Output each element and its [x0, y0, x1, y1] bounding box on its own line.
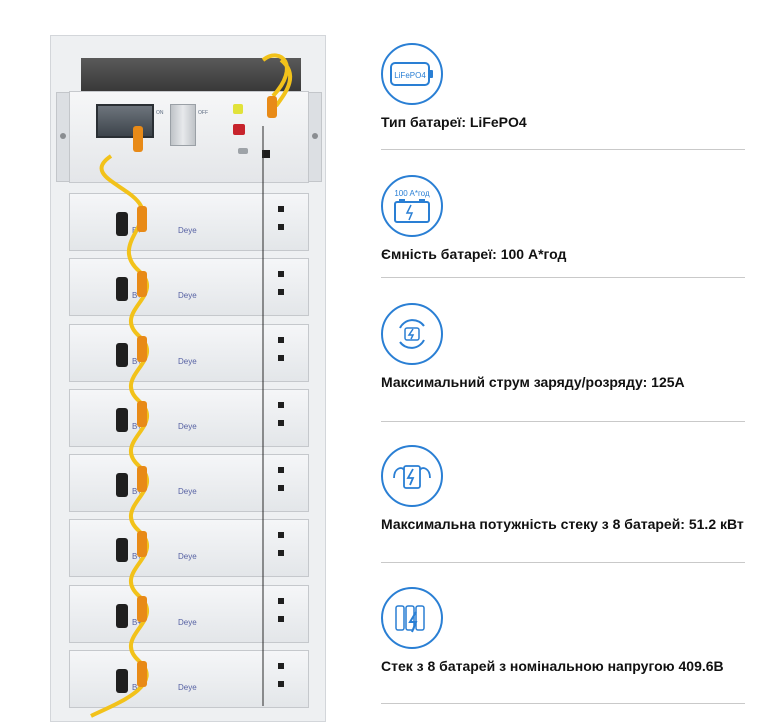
- battery-module: B+ Deye: [69, 324, 309, 382]
- spec-nominal-voltage: Стек з 8 батарей з номінальною напругою …: [381, 658, 724, 674]
- breaker-switch: [170, 104, 196, 146]
- power-plug: [116, 212, 128, 236]
- usb-port: [238, 148, 248, 154]
- module-brand: Deye: [178, 487, 197, 496]
- icon-label-lifepo4: LiFePO4: [394, 71, 426, 80]
- module-brand: Deye: [178, 552, 197, 561]
- power-plug: [116, 538, 128, 562]
- lifepo4-battery-icon: LiFePO4: [381, 43, 443, 105]
- battery-module: B+ Deye: [69, 519, 309, 577]
- spec-battery-type: Тип батареї: LiFePO4: [381, 114, 527, 130]
- module-brand: Deye: [178, 291, 197, 300]
- comm-port: [262, 150, 270, 158]
- module-brand: Deye: [178, 618, 197, 627]
- spec-item: 100 A*год Ємність батареї: 100 A*год: [381, 175, 745, 261]
- divider: [381, 149, 745, 150]
- module-plus-label: B+: [132, 618, 143, 627]
- module-plus-label: B+: [132, 552, 143, 561]
- off-label: OFF: [198, 110, 208, 116]
- module-plus-label: B+: [132, 422, 143, 431]
- spec-item: LiFePO4 Тип батареї: LiFePO4: [381, 43, 745, 129]
- battery-module: B+ Deye: [69, 650, 309, 708]
- divider: [381, 421, 745, 422]
- mount-ear-left: [56, 92, 70, 182]
- spec-item: Максимальний струм заряду/розряду: 125A: [381, 303, 745, 389]
- module-plus-label: B+: [132, 291, 143, 300]
- spec-max-power: Максимальна потужність стеку з 8 батарей…: [381, 516, 744, 532]
- power-plug: [116, 343, 128, 367]
- divider: [381, 562, 745, 563]
- module-brand: Deye: [178, 422, 197, 431]
- indicator-yellow: [233, 104, 243, 114]
- divider: [381, 703, 745, 704]
- battery-module: B+ Deye: [69, 193, 309, 251]
- on-label: ON: [156, 110, 164, 116]
- mount-ear-right: [308, 92, 322, 182]
- power-plug: [116, 408, 128, 432]
- spec-item: Максимальна потужність стеку з 8 батарей…: [381, 445, 745, 531]
- icon-label-capacity: 100 A*год: [394, 189, 430, 198]
- battery-module: B+ Deye: [69, 585, 309, 643]
- battery-stack-icon: [381, 587, 443, 649]
- controller-screen: [96, 104, 154, 138]
- module-brand: Deye: [178, 683, 197, 692]
- battery-capacity-icon: 100 A*год: [381, 175, 443, 237]
- battery-rack-image: ON OFF B+ Deye B+ Deye B+ Deye B+ Deye B…: [50, 35, 326, 722]
- module-brand: Deye: [178, 357, 197, 366]
- power-plug: [116, 669, 128, 693]
- power-plug: [116, 277, 128, 301]
- indicator-red: [233, 124, 245, 135]
- battery-module: B+ Deye: [69, 454, 309, 512]
- power-stack-icon: [381, 445, 443, 507]
- battery-module: B+ Deye: [69, 389, 309, 447]
- module-plus-label: B+: [132, 357, 143, 366]
- controller-unit: ON OFF: [56, 91, 322, 183]
- spec-max-current: Максимальний струм заряду/розряду: 125A: [381, 374, 685, 390]
- module-brand: Deye: [178, 226, 197, 235]
- divider: [381, 277, 745, 278]
- spec-item: Стек з 8 батарей з номінальною напругою …: [381, 587, 745, 673]
- module-plus-label: B+: [132, 226, 143, 235]
- power-plug: [116, 473, 128, 497]
- spec-capacity: Ємність батареї: 100 A*год: [381, 246, 567, 262]
- module-plus-label: B+: [132, 683, 143, 692]
- battery-module: B+ Deye: [69, 258, 309, 316]
- power-plug: [116, 604, 128, 628]
- charge-discharge-icon: [381, 303, 443, 365]
- module-plus-label: B+: [132, 487, 143, 496]
